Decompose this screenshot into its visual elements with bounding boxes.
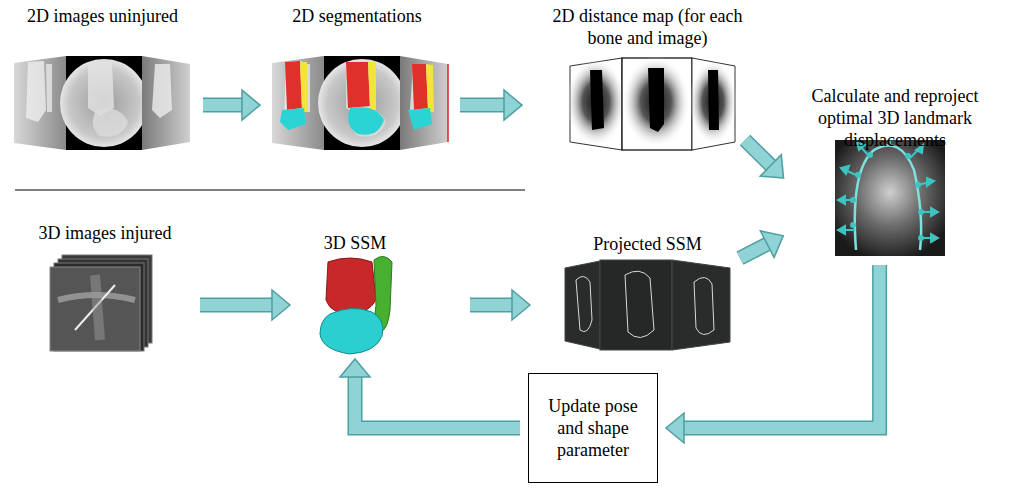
arrow-outline [470, 298, 513, 313]
flow-arrow [203, 90, 260, 120]
image-group: 2D distance map (for each bone and image… [550, 5, 745, 155]
flow-arrow [340, 359, 520, 428]
arrow-outline [460, 98, 505, 113]
flow-arrow [666, 265, 880, 443]
step-heading: 2D distance map (for each bone and image… [550, 5, 745, 49]
arrow-head [760, 155, 783, 178]
step-heading: Calculate and reproject optimal 3D landm… [785, 85, 1005, 151]
step-heading: 3D SSM [300, 232, 410, 254]
arrow-head [272, 290, 290, 320]
image-group: Projected SSM [555, 233, 740, 353]
flow-arrow [740, 231, 783, 258]
flow-arrow [460, 90, 522, 120]
step-heading: 2D segmentations [268, 5, 446, 27]
arrow-body [200, 299, 273, 311]
step-heading: 2D images uninjured [10, 5, 195, 27]
process-box: Update pose and shape parameter [528, 373, 658, 483]
arrow-outline [683, 265, 880, 428]
image-group: 3D images injured [20, 222, 190, 357]
arrow-body [470, 299, 513, 311]
arrow-body [203, 99, 243, 111]
flow-arrow [200, 290, 290, 320]
arrow-head [666, 413, 684, 443]
arrow-outline [355, 376, 520, 428]
arrow-head [760, 231, 783, 258]
arrow-body [355, 376, 520, 428]
image-group: 2D segmentations [268, 5, 446, 155]
flow-arrow [470, 290, 530, 320]
arrow-outline [740, 244, 768, 259]
arrow-head [242, 90, 260, 120]
step-heading: 3D images injured [20, 222, 190, 244]
arrow-outline [745, 140, 771, 166]
arrow-body [745, 140, 771, 166]
flow-arrow [745, 140, 784, 178]
arrow-body [683, 265, 880, 428]
image-group: Calculate and reproject optimal 3D landm… [785, 85, 1005, 260]
arrow-outline [200, 298, 273, 313]
box-label: Update pose and shape parameter [535, 395, 651, 461]
step-heading: Projected SSM [555, 233, 740, 255]
image-group: 2D images uninjured [10, 5, 195, 155]
arrow-outline [203, 98, 243, 113]
model-group: 3D SSM [300, 232, 410, 357]
arrow-body [740, 244, 768, 259]
arrow-head [512, 290, 530, 320]
arrow-body [460, 99, 505, 111]
arrow-head [504, 90, 522, 120]
arrow-head [340, 359, 370, 377]
